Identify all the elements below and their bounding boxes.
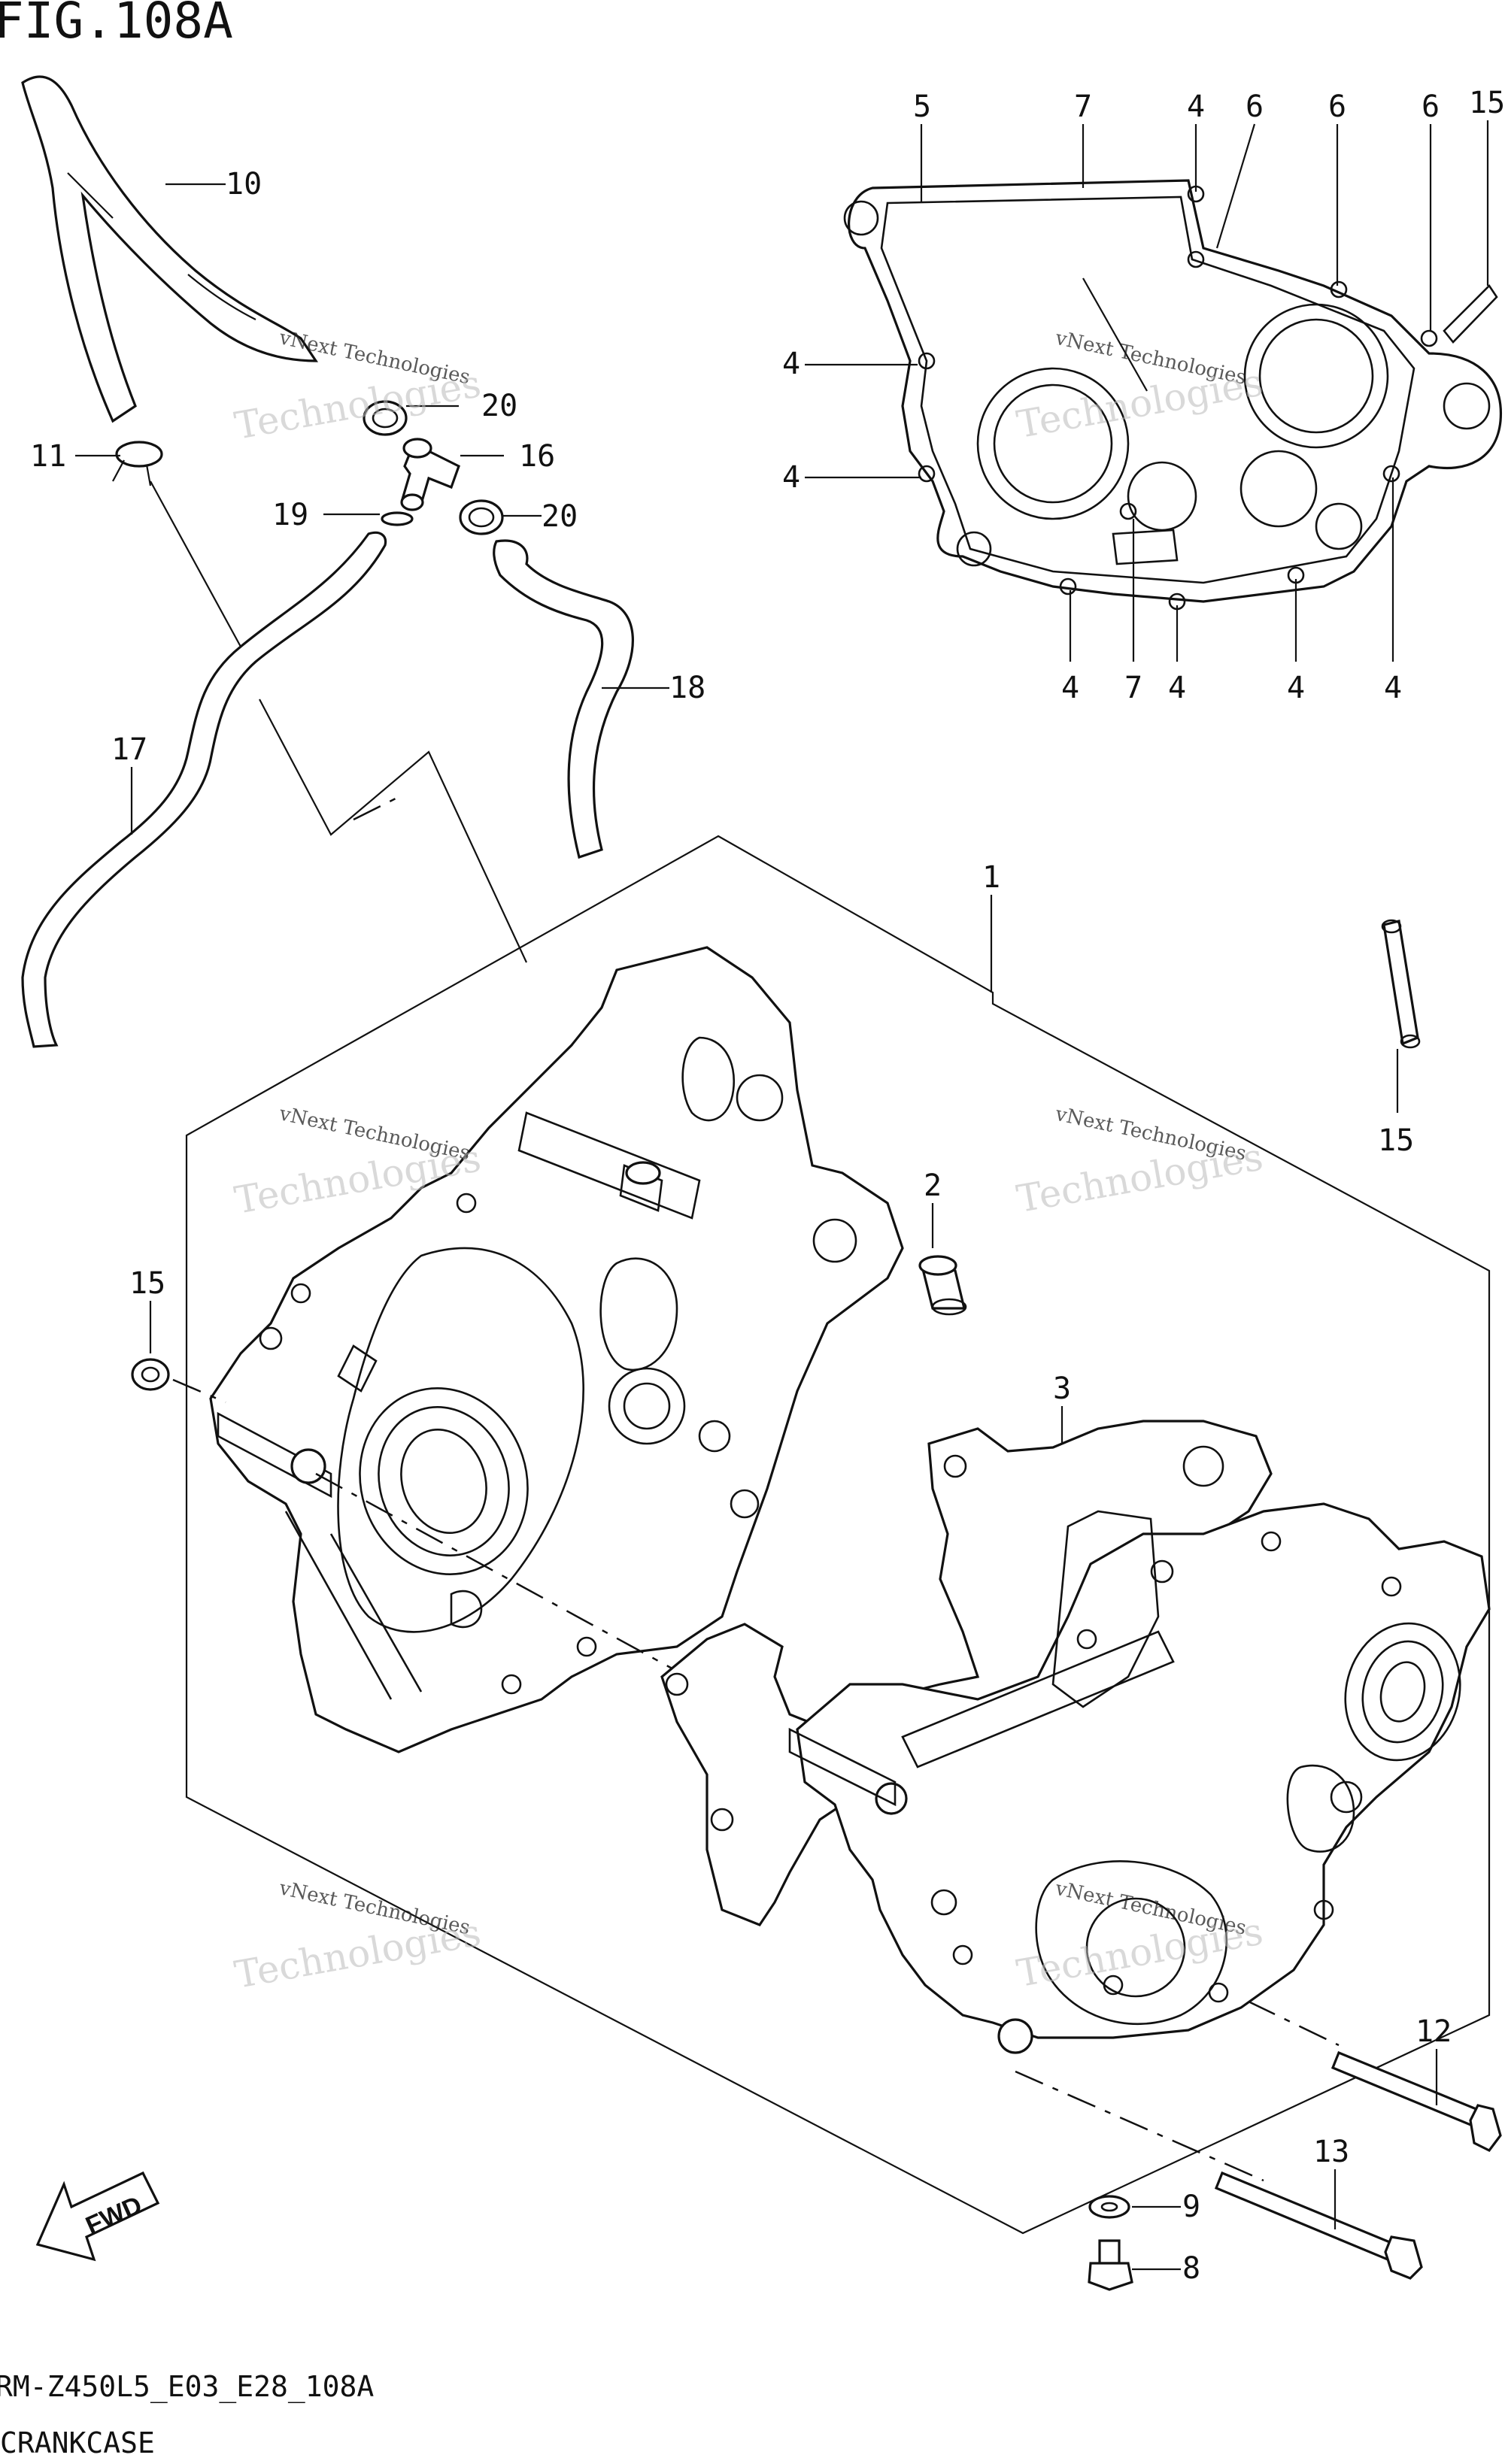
callout-15[interactable]: 15 bbox=[1469, 86, 1505, 120]
callout-4[interactable]: 4 bbox=[1168, 671, 1186, 705]
watermark-big: Technologies bbox=[232, 362, 484, 448]
callout-6[interactable]: 6 bbox=[1422, 89, 1440, 124]
callout-5[interactable]: 5 bbox=[913, 89, 931, 124]
callout-1[interactable]: 1 bbox=[982, 860, 1000, 895]
crankcase-gasket-detail[interactable] bbox=[843, 179, 1502, 611]
callout-11[interactable]: 11 bbox=[30, 439, 66, 474]
breather-hose-18[interactable] bbox=[493, 539, 634, 859]
callout-8[interactable]: 8 bbox=[1182, 2251, 1200, 2286]
diagram-code: RM-Z450L5_E03_E28_108A bbox=[0, 2370, 374, 2404]
callout-15[interactable]: 15 bbox=[1378, 1123, 1414, 1158]
callout-10[interactable]: 10 bbox=[226, 167, 262, 202]
callout-7[interactable]: 7 bbox=[1124, 671, 1142, 705]
figure-caption: CRANKCASE bbox=[0, 2426, 155, 2459]
leader-hose-to-case-b bbox=[259, 699, 527, 963]
figure-title: FIG.108A bbox=[0, 0, 233, 50]
dowel-pin-2[interactable] bbox=[918, 1255, 967, 1316]
callout-2[interactable]: 2 bbox=[924, 1168, 942, 1203]
watermark-big: Technologies bbox=[1013, 1135, 1266, 1222]
bolt-12[interactable] bbox=[1331, 2050, 1502, 2153]
callout-4[interactable]: 4 bbox=[1061, 671, 1079, 705]
callout-4[interactable]: 4 bbox=[782, 460, 800, 495]
breather-hose-10[interactable] bbox=[21, 75, 318, 423]
assembly-frame-hexagon bbox=[185, 835, 1491, 2235]
callout-3[interactable]: 3 bbox=[1053, 1371, 1071, 1406]
callout-13[interactable]: 13 bbox=[1313, 2135, 1349, 2169]
washer-9[interactable] bbox=[1088, 2195, 1130, 2219]
callout-16[interactable]: 16 bbox=[519, 439, 555, 474]
leader-hose-to-case-a bbox=[150, 480, 241, 647]
joint-16[interactable] bbox=[400, 438, 460, 511]
callout-6[interactable]: 6 bbox=[1328, 89, 1346, 124]
callout-20[interactable]: 20 bbox=[542, 499, 578, 534]
clip-11[interactable] bbox=[112, 441, 163, 486]
leader-hose-dash bbox=[353, 796, 399, 821]
callout-5[interactable]: 6 bbox=[1246, 89, 1264, 124]
hose-guide-15[interactable] bbox=[1381, 919, 1421, 1049]
callout-18[interactable]: 18 bbox=[669, 671, 705, 705]
callout-4[interactable]: 4 bbox=[1287, 671, 1305, 705]
alignment-line-3 bbox=[1015, 2070, 1264, 2182]
callout-7[interactable]: 7 bbox=[1074, 89, 1092, 124]
alignment-line-1 bbox=[315, 1472, 798, 1738]
breather-hose-17[interactable] bbox=[21, 531, 387, 1048]
callout-20[interactable]: 20 bbox=[481, 389, 517, 423]
leader-14-dash bbox=[172, 1378, 226, 1404]
callout-17[interactable]: 17 bbox=[111, 732, 147, 767]
bolt-8[interactable] bbox=[1088, 2239, 1133, 2291]
callout-4[interactable]: 4 bbox=[1384, 671, 1402, 705]
crankcase-right-half[interactable] bbox=[788, 1502, 1491, 2054]
callout-14[interactable]: 15 bbox=[129, 1266, 165, 1301]
callout-labels: 5 7 4 6 6 6 15 4 4 4 7 4 4 4 10 11 20 16… bbox=[30, 86, 1505, 2286]
leader-7a-lower bbox=[1082, 277, 1148, 392]
callout-12[interactable]: 12 bbox=[1415, 2014, 1452, 2049]
clip-19[interactable] bbox=[381, 511, 414, 526]
callout-19[interactable]: 19 bbox=[272, 498, 308, 532]
callout-9[interactable]: 9 bbox=[1182, 2190, 1200, 2224]
clamp-20-lower[interactable] bbox=[459, 499, 504, 535]
watermark-big: Technologies bbox=[232, 1911, 484, 1997]
callout-4[interactable]: 4 bbox=[1187, 89, 1205, 124]
callout-4[interactable]: 4 bbox=[782, 347, 800, 381]
oring-14[interactable] bbox=[131, 1358, 170, 1391]
crankcase-left-half[interactable] bbox=[209, 946, 904, 1753]
fwd-arrow-icon: FWD bbox=[35, 2171, 160, 2262]
clamp-20-upper[interactable] bbox=[363, 400, 408, 436]
bolt-13[interactable] bbox=[1214, 2171, 1423, 2280]
leader-5b bbox=[1215, 123, 1256, 249]
